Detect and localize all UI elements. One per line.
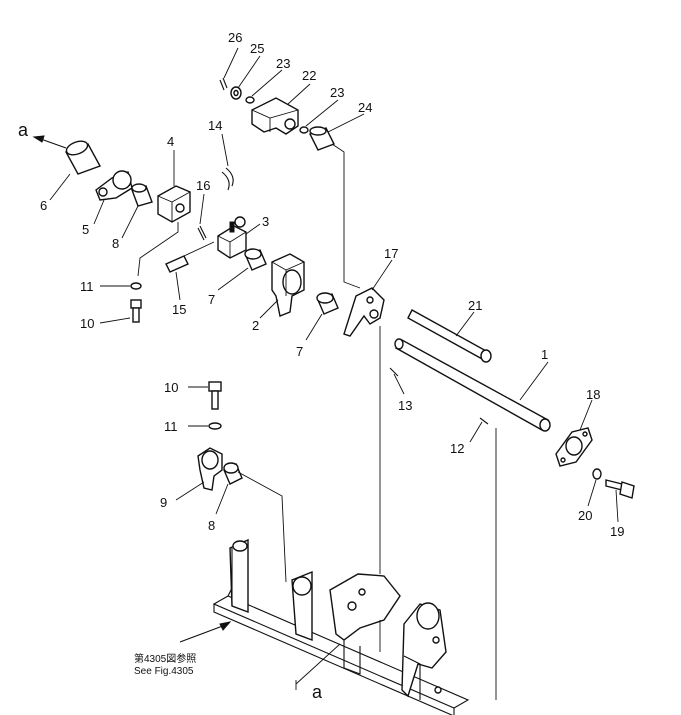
callout-2: 2 [252, 318, 259, 333]
part-26-cotter [219, 77, 228, 91]
callout-3: 3 [262, 214, 269, 229]
part-5-lever [95, 170, 133, 201]
part-10-bolt-top [130, 299, 142, 323]
part-15-pin [165, 241, 215, 273]
base-frame [212, 538, 470, 715]
part-4-block [157, 185, 191, 223]
callout-25: 25 [250, 41, 264, 56]
callout-11-lower: 11 [164, 419, 178, 434]
part-10-bolt-lower [208, 381, 222, 410]
part-2-bracket [271, 253, 305, 317]
callout-11-upper: 11 [80, 279, 94, 294]
part-7-bushing-upper [244, 248, 267, 271]
part-18-flange-bearing [555, 427, 593, 467]
callout-1: 1 [541, 347, 548, 362]
ref-arrow-a-top [32, 135, 67, 149]
callout-23-lower: 23 [330, 85, 344, 100]
part-25-washer [230, 86, 242, 100]
part-11-washer-lower [208, 422, 222, 430]
part-20-washer [592, 468, 602, 480]
callout-12: 12 [450, 441, 464, 456]
callout-6: 6 [40, 198, 47, 213]
callout-18: 18 [586, 387, 600, 402]
callout-22: 22 [302, 68, 316, 83]
part-24-rod-end [309, 126, 335, 151]
part-8-bushing-lower [223, 462, 243, 485]
callout-10-lower: 10 [164, 380, 178, 395]
part-23-ring-lower [299, 126, 309, 134]
callout-24: 24 [358, 100, 372, 115]
part-11-washer-top [130, 282, 142, 290]
callout-26: 26 [228, 30, 242, 45]
part-13-pin [389, 367, 399, 377]
part-19-bolt [605, 479, 635, 499]
callout-labels: 1 2 3 4 5 6 7 7 8 8 9 10 10 11 11 12 13 … [40, 30, 624, 539]
callout-20: 20 [578, 508, 592, 523]
callout-21: 21 [468, 298, 482, 313]
leader-lines [49, 47, 619, 523]
callout-8-upper: 8 [112, 236, 119, 251]
callout-8-lower: 8 [208, 518, 215, 533]
part-6-bushing [64, 140, 102, 175]
callout-19: 19 [610, 524, 624, 539]
callout-16: 16 [196, 178, 210, 193]
part-16-pin [197, 225, 207, 241]
note-japanese: 第4305図参照 [134, 652, 196, 665]
callout-13: 13 [398, 398, 412, 413]
part-23-ring-upper [245, 96, 255, 104]
callout-9: 9 [160, 495, 167, 510]
callout-14: 14 [208, 118, 222, 133]
callout-15: 15 [172, 302, 186, 317]
part-3-clamp [217, 216, 247, 259]
part-22-yoke [251, 97, 299, 135]
part-9-lever [197, 447, 223, 491]
part-7-bushing-lower [316, 292, 339, 315]
callout-4: 4 [167, 134, 174, 149]
note-english: See Fig.4305 [134, 666, 194, 677]
ref-marker-a-top: a [18, 120, 29, 140]
callout-10-upper: 10 [80, 316, 94, 331]
callout-7-lower: 7 [296, 344, 303, 359]
part-12-pin [479, 417, 489, 425]
callout-5: 5 [82, 222, 89, 237]
callout-7-upper: 7 [208, 292, 215, 307]
part-8-bushing-top [131, 183, 153, 207]
part-14-clip [221, 167, 234, 191]
part-17-plate [343, 287, 385, 337]
callout-23-upper: 23 [276, 56, 290, 71]
part-1-shaft [394, 338, 551, 432]
ref-marker-a-bottom: a [312, 682, 323, 702]
callout-17: 17 [384, 246, 398, 261]
part-21-rod [407, 309, 492, 363]
